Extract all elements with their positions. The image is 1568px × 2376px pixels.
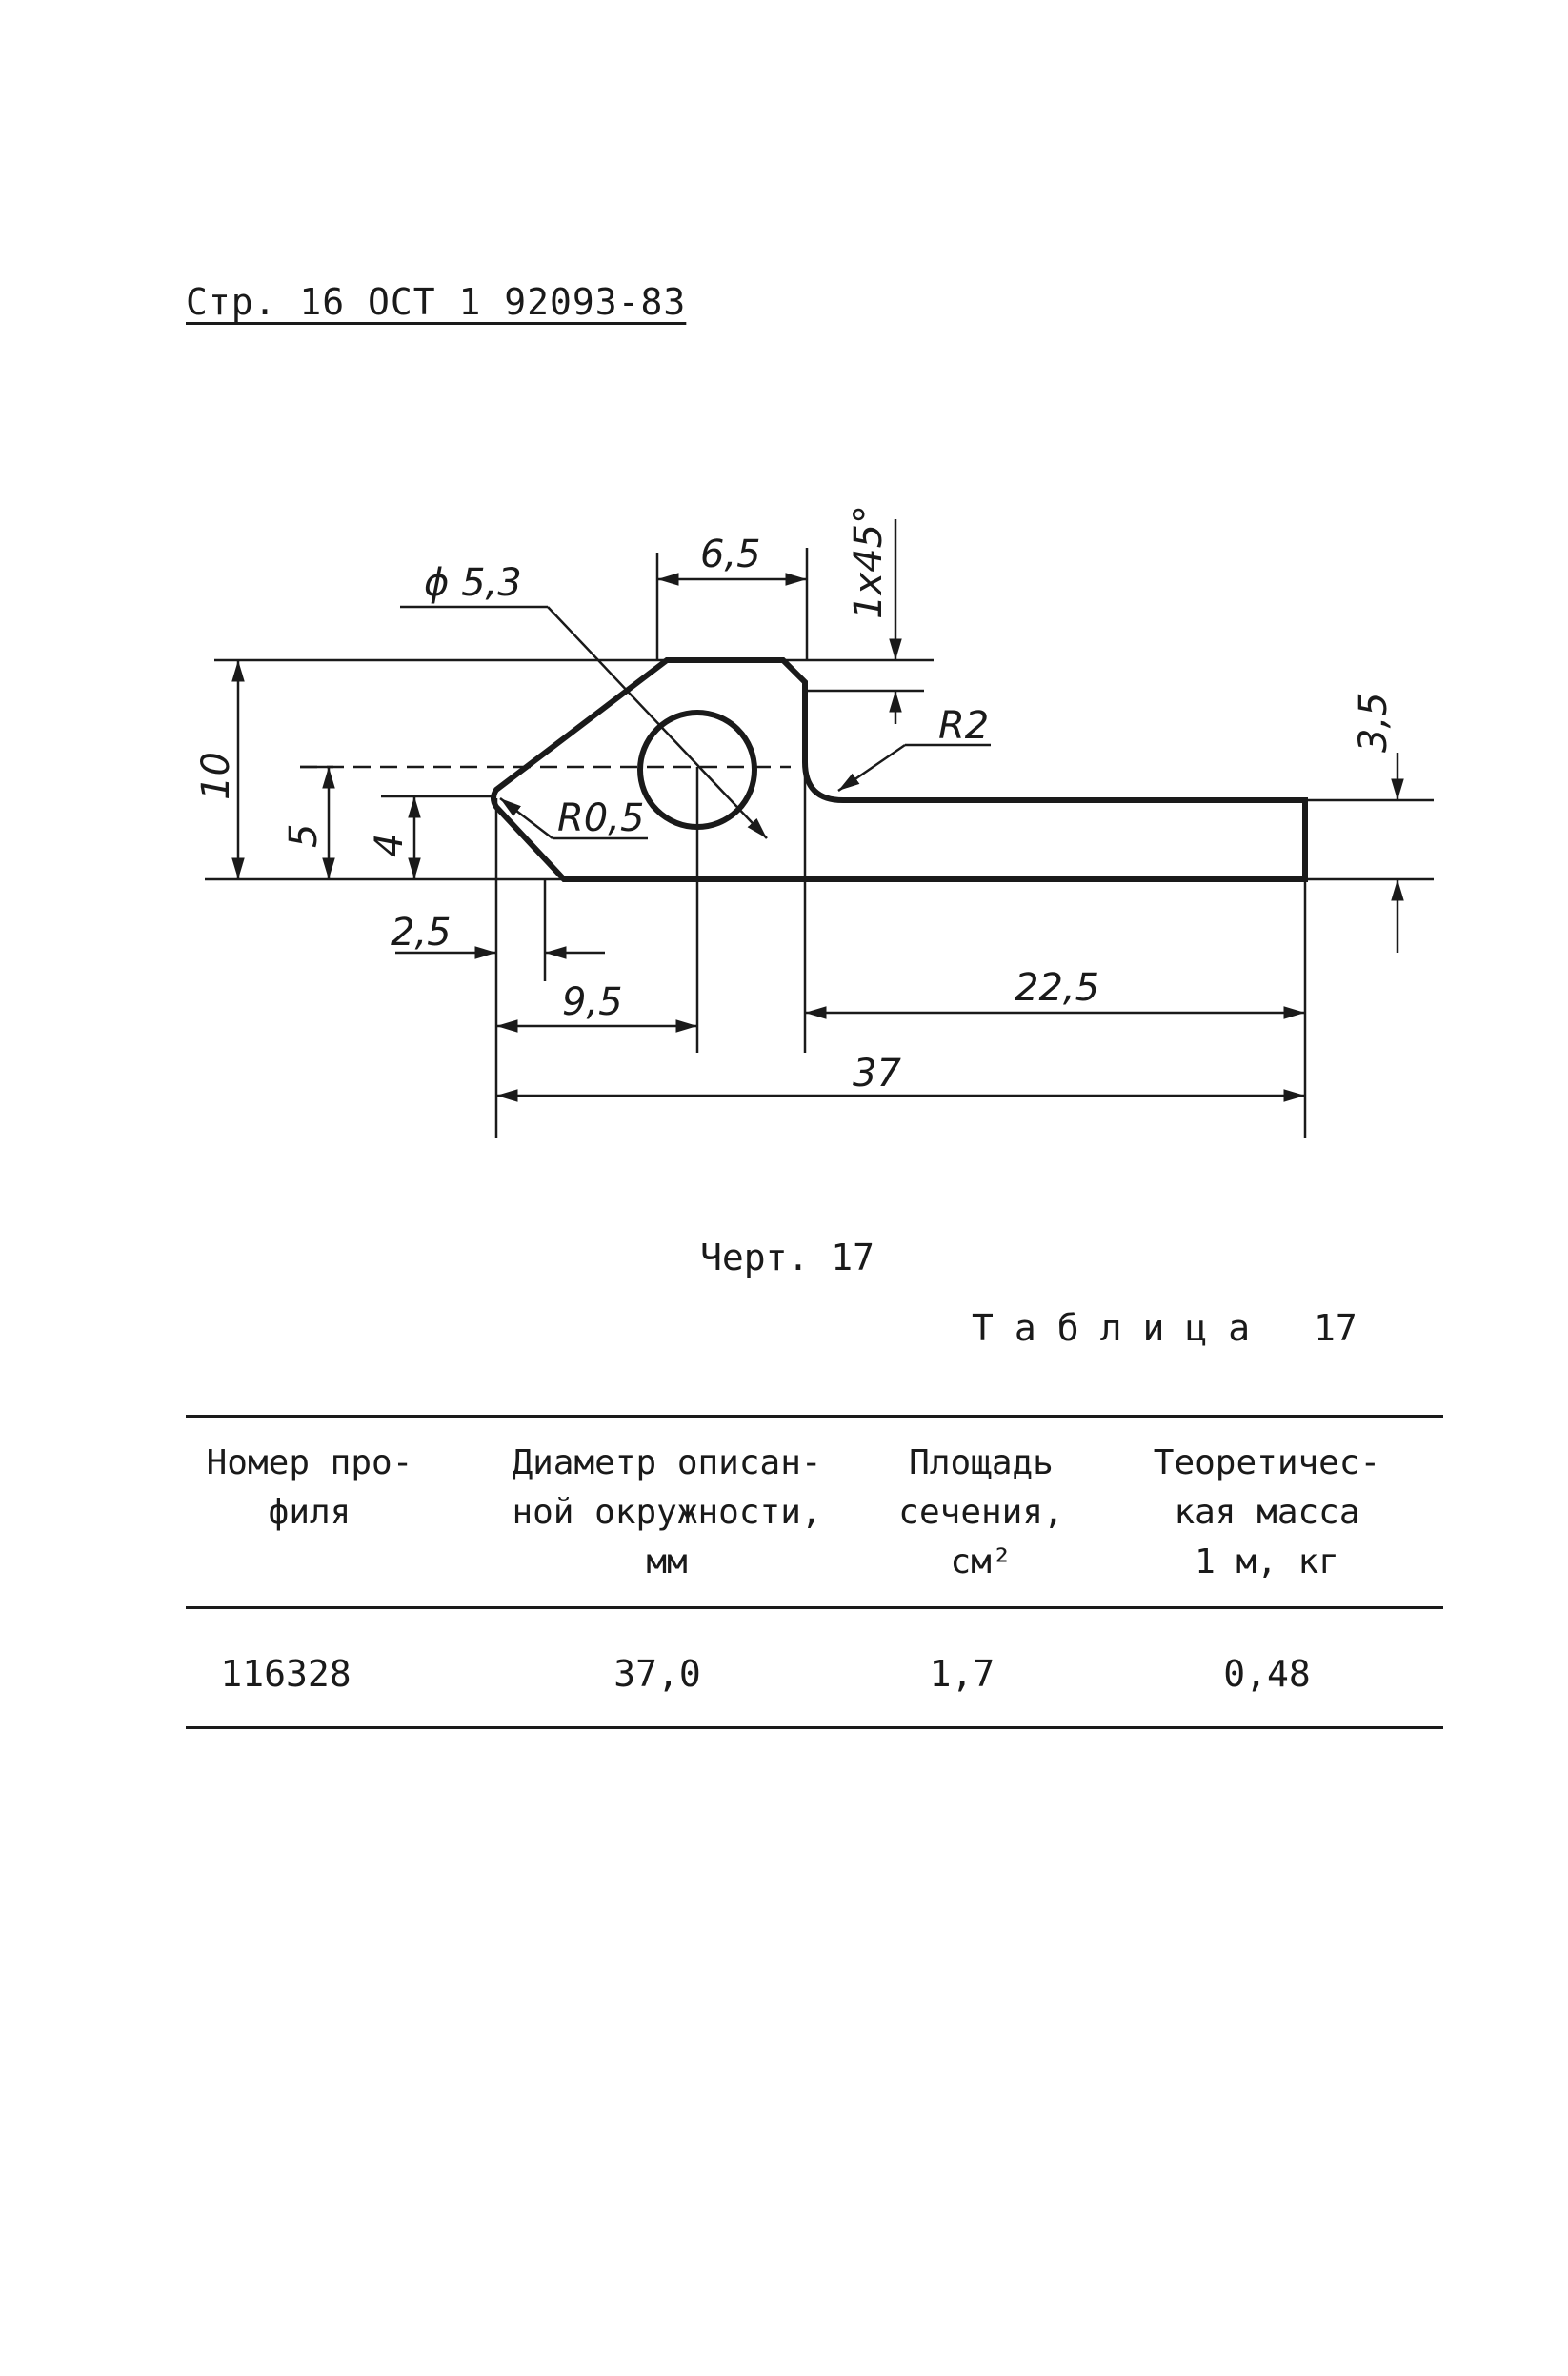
dim-5: 5 [282, 824, 326, 848]
dim-22-5: 22,5 [1015, 966, 1099, 1010]
dim-2-5: 2,5 [391, 911, 452, 955]
header-diameter: Диаметр описан- ной окружности, мм [512, 1443, 822, 1581]
cell-area: 1,7 [929, 1653, 995, 1695]
dim-9-5: 9,5 [562, 980, 623, 1024]
table-top-rule [186, 1415, 1443, 1418]
profile-drawing: 6,5 ϕ 5,3 1x45° R2 3,5 10 5 4 R0,5 2,5 9… [194, 505, 1434, 1138]
profile-outline [491, 657, 1308, 882]
cell-diameter: 37,0 [613, 1653, 701, 1695]
header-area: Площадь сечения, см² [898, 1443, 1064, 1581]
table-bottom-rule [186, 1726, 1443, 1729]
table-header-rule [186, 1606, 1443, 1609]
dim-6-5: 6,5 [700, 533, 761, 576]
dim-diameter: ϕ 5,3 [424, 561, 522, 605]
dim-r2: R2 [938, 704, 989, 748]
page-header: Стр. 16 ОСТ 1 92093-83 [186, 281, 687, 323]
header-mass: Теоретичес- кая масса 1 м, кг [1153, 1443, 1381, 1581]
dim-3-5: 3,5 [1352, 692, 1396, 753]
header-profile-number: Номер про- филя [206, 1443, 413, 1532]
dim-10: 10 [194, 752, 238, 800]
dim-37: 37 [853, 1052, 901, 1096]
dim-4: 4 [368, 834, 412, 857]
cell-mass: 0,48 [1223, 1653, 1311, 1695]
figure-caption: Черт. 17 [700, 1237, 875, 1279]
dim-r0-5: R0,5 [557, 796, 644, 840]
table-label-word: Таблица [972, 1307, 1272, 1349]
cell-profile-number: 116328 [220, 1653, 352, 1695]
dim-chamfer: 1x45° [847, 505, 891, 619]
table-label: Таблица 17 [972, 1307, 1357, 1349]
table-label-number: 17 [1314, 1307, 1357, 1349]
